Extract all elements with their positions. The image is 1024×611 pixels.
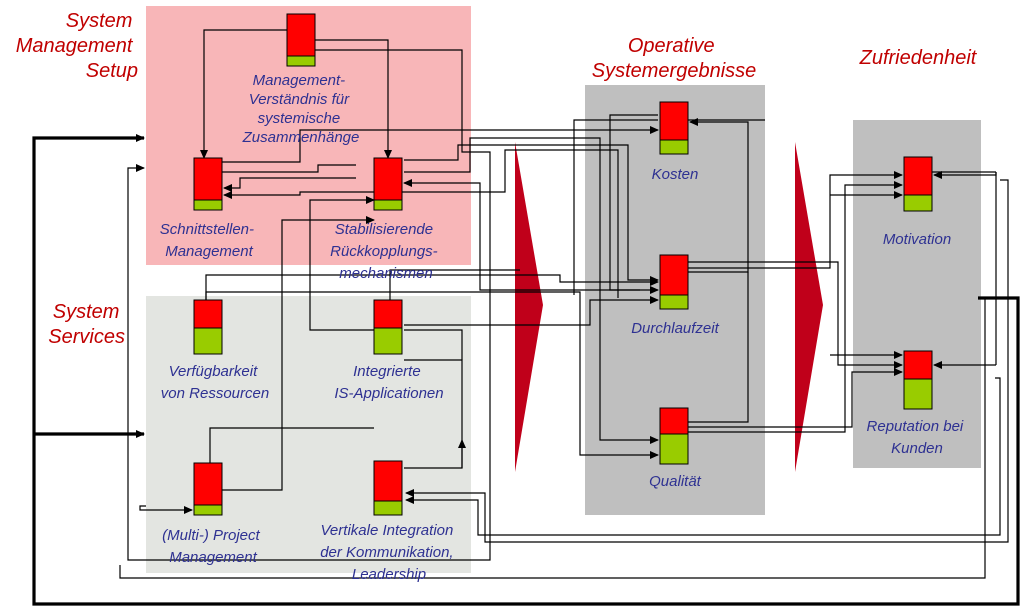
label-reputation: Reputation bei Kunden (867, 418, 968, 457)
flow-arrow-left (515, 142, 543, 472)
connection-lines (119, 29, 1009, 579)
label-verfuegbarkeit: Verfügbarkeit von Ressourcen (161, 363, 269, 402)
header-system-services: System Services (48, 301, 125, 348)
indicator-vertikale (373, 460, 403, 516)
label-stabilisierende: Stabilisierende Rückkopplungs- mechanism… (330, 221, 442, 282)
header-system-management-setup: System Management Setup (16, 10, 138, 82)
indicator-schnittstellen (193, 157, 223, 211)
label-motivation: Motivation (883, 231, 951, 248)
indicator-stabilisierende (373, 157, 403, 211)
indicator-motivation (903, 156, 933, 212)
indicator-kosten (659, 101, 689, 155)
indicator-qualitaet (659, 407, 689, 465)
label-integrierte: Integrierte IS-Applicationen (334, 363, 443, 402)
thick-feedback-loop (32, 134, 1020, 606)
label-kosten: Kosten (652, 166, 699, 183)
label-qualitaet: Qualität (649, 473, 702, 490)
indicator-project-management (193, 462, 223, 516)
header-zufriedenheit: Zufriedenheit (859, 47, 978, 69)
indicator-reputation (903, 350, 933, 410)
header-operative-results: Operative Systemergebnisse (592, 35, 757, 82)
indicator-durchlaufzeit (659, 254, 689, 310)
flow-arrow-right (795, 142, 823, 472)
indicator-verfuegbarkeit (193, 299, 223, 355)
indicator-integrierte (373, 299, 403, 355)
label-durchlaufzeit: Durchlaufzeit (631, 320, 719, 337)
label-vertikale: Vertikale Integration der Kommunikation,… (320, 522, 458, 583)
label-management-verstaendnis: Management- Verständnis für systemische … (242, 72, 360, 146)
label-project-management: (Multi-) Project Management (162, 527, 264, 566)
indicator-management-verstaendnis (286, 13, 316, 67)
label-schnittstellen: Schnittstellen- Management (160, 221, 258, 260)
